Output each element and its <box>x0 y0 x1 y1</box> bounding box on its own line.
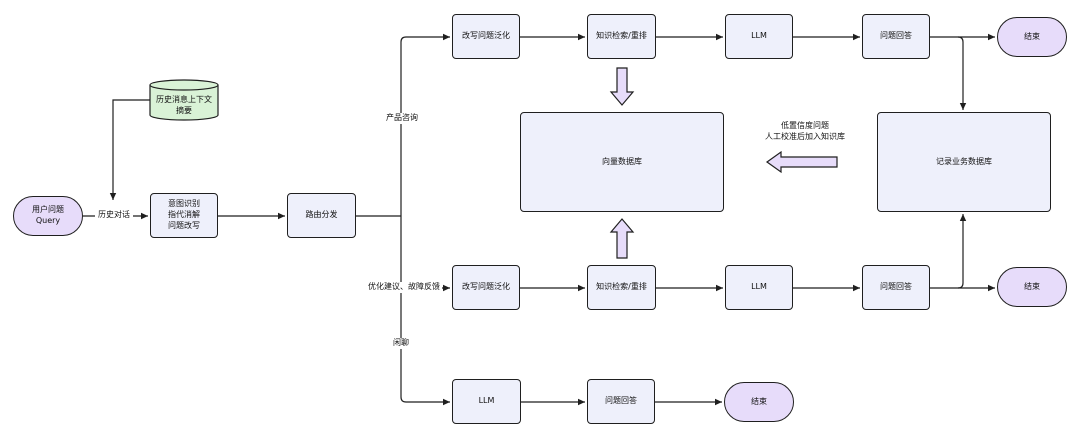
mid-retrieve-node: 知识检索/重排 <box>587 265 656 310</box>
top-llm-node: LLM <box>725 14 793 59</box>
block-arrow-down <box>609 67 635 106</box>
mid-llm-node: LLM <box>725 265 793 310</box>
bot-end-node: 结束 <box>724 382 794 422</box>
edge-router-to-top <box>400 33 450 216</box>
record-db-node: 记录业务数据库 <box>877 112 1051 212</box>
label-chitchat: 闲聊 <box>389 338 413 349</box>
history-db-label: 历史消息上下文 摘要 <box>156 95 212 115</box>
router-node: 路由分发 <box>287 193 356 238</box>
label-low-confidence: 低置信度问题 人工校准后加入知识库 <box>765 121 845 141</box>
intent-node: 意图识别 指代消解 问题改写 <box>150 193 218 238</box>
vector-db-node: 向量数据库 <box>520 112 724 212</box>
edge-router-to-bot <box>400 283 450 406</box>
label-history-dialog: 历史对话 <box>95 210 133 221</box>
top-retrieve-node: 知识检索/重排 <box>587 14 656 59</box>
mid-end-node: 结束 <box>997 267 1067 307</box>
mid-answer-node: 问题回答 <box>862 265 930 310</box>
edge-mid-answer-to-record <box>957 214 967 289</box>
history-db-cylinder <box>149 79 219 121</box>
edge-top-answer-to-record <box>957 36 967 110</box>
block-arrow-left <box>765 150 838 174</box>
top-end-node: 结束 <box>997 17 1067 57</box>
mid-rewrite-node: 改写问题泛化 <box>452 265 520 310</box>
user-query-node: 用户问题 Query <box>13 196 83 236</box>
bot-llm-node: LLM <box>452 379 521 424</box>
label-product-consult: 产品咨询 <box>382 113 422 124</box>
edge-router-to-mid <box>400 216 450 292</box>
top-rewrite-node: 改写问题泛化 <box>452 14 520 59</box>
block-arrow-up <box>609 218 635 259</box>
top-answer-node: 问题回答 <box>862 14 930 59</box>
bot-answer-node: 问题回答 <box>587 379 655 424</box>
edge-history-to-dialog <box>109 99 150 200</box>
label-feedback: 优化建议、故障反馈 <box>366 282 442 293</box>
